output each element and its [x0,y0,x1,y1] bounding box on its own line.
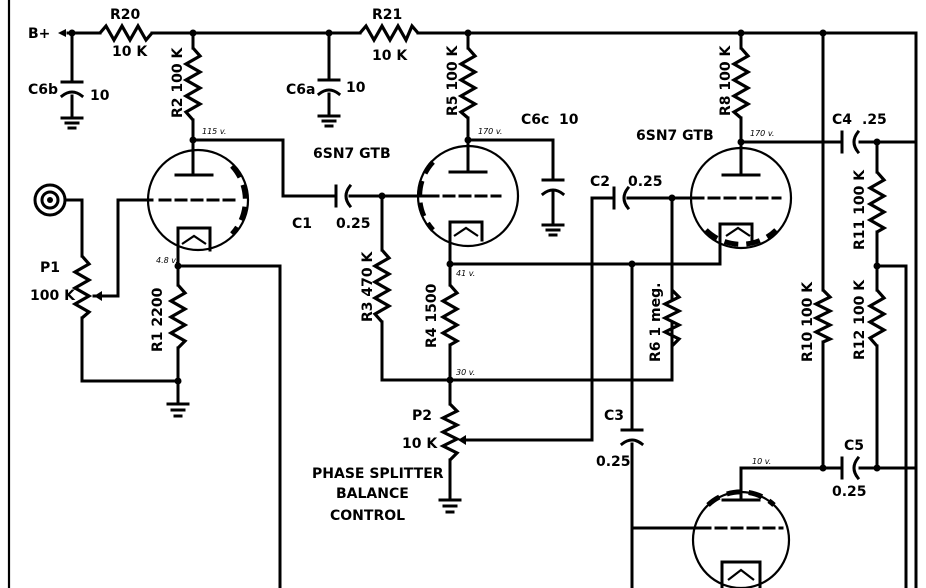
phase-splitter-line-1: PHASE SPLITTER [312,466,444,482]
phase-splitter-line-3: CONTROL [330,508,405,524]
p1-wiper-arrow [94,291,102,301]
resistor-r5 [457,46,479,120]
v2-cathode-voltage: 41 v. [456,269,475,278]
capacitor-c6a [316,78,342,97]
junction-dots [68,29,881,472]
ground-icon-p2 [438,498,462,514]
v4-plate-voltage: 10 v. [752,457,771,466]
r3-label: R3 470 K [360,251,376,322]
phase-splitter-line-2: BALANCE [336,486,409,502]
c2-label: C2 [590,174,610,190]
c6b-label: C6b [28,82,58,98]
ground-icon-v1 [166,402,190,418]
tube-label-2: 6SN7 GTB [636,128,714,144]
c6b-value: 10 [90,88,110,104]
c1-value: 0.25 [336,216,371,232]
capacitor-c6b [59,80,85,99]
c4-value: .25 [862,112,887,128]
voltage-annotations: 115 v. 4.8 v. 170 v. 41 v. 30 v. 170 v. … [156,127,774,466]
ground-icon-c6b [60,116,84,130]
c5-value: 0.25 [832,484,867,500]
r20-value: 10 K [112,44,148,60]
resistor-r11 [866,170,888,234]
resistor-r10 [812,288,834,344]
r21-value: 10 K [372,48,408,64]
v1-cathode-voltage: 4.8 v. [156,256,178,265]
resistor-r20 [98,22,154,44]
r5-label: R5 100 K [445,45,461,116]
resistors [71,22,888,462]
resistor-r12 [866,288,888,348]
v3-plate-voltage: 170 v. [750,129,774,138]
c3-label: C3 [604,408,624,424]
r4-label: R4 1500 [424,283,440,348]
capacitor-c3 [619,428,645,447]
r8-label: R8 100 K [718,45,734,116]
r10-label: R10 100 K [800,281,816,362]
resistor-r8 [730,46,752,120]
c3-value: 0.25 [596,454,631,470]
r20-label: R20 [110,7,141,23]
capacitor-c5 [840,455,861,481]
r11-label: R11 100 K [852,169,868,250]
r2-label: R2 100 K [170,47,186,118]
resistor-r6 [661,288,683,348]
resistor-r1 [167,283,189,350]
c2-value: 0.25 [628,174,663,190]
p1-value: 100 K [30,288,76,304]
r21-label: R21 [372,7,402,23]
wiring [7,0,918,588]
p2-label: P2 [412,408,432,424]
tube-v4 [691,489,791,588]
r1-label: R1 2200 [150,287,166,352]
capacitor-c1 [334,183,353,209]
c6a-label: C6a [286,82,315,98]
capacitor-c4 [840,129,861,155]
p2-value: 10 K [402,436,438,452]
c4-label: C4 [832,112,852,128]
c6a-value: 10 [346,80,366,96]
capacitor-c6c [540,178,566,197]
tube-v3 [689,146,793,250]
v2-plate-voltage: 170 v. [478,127,502,136]
c6c-value: 10 [559,112,579,128]
c5-label: C5 [844,438,864,454]
resistor-r2 [182,46,204,122]
resistor-r3 [371,248,393,324]
v1-plate-voltage: 115 v. [202,127,226,136]
tube-label-1: 6SN7 GTB [313,146,391,162]
grounds [60,114,565,514]
ground-icon-c6c [541,223,565,237]
p1-label: P1 [40,260,60,276]
r6-label: R6 1 meg. [648,283,664,362]
v2-bottom-voltage: 30 v. [456,368,475,377]
r12-label: R12 100 K [852,279,868,360]
capacitor-c2 [612,185,631,211]
potentiometer-p1 [71,254,93,320]
tube-v2 [416,144,520,248]
p2-wiper-arrow [458,435,466,445]
b-plus-arrow-icon [58,29,66,37]
resistor-r4 [439,283,461,347]
tube-v1 [146,148,250,252]
potentiometer-p2 [439,402,461,462]
capacitors [59,78,861,481]
component-labels: B+ R20 10 K R21 10 K C6b 10 C6a 10 R2 10… [28,7,887,524]
resistor-r21 [358,22,420,44]
c6c-label: C6c [521,112,549,128]
b-plus-label: B+ [28,26,50,42]
c1-label: C1 [292,216,312,232]
input-jack-icon [33,183,84,217]
ground-icon-c6a [317,114,341,128]
